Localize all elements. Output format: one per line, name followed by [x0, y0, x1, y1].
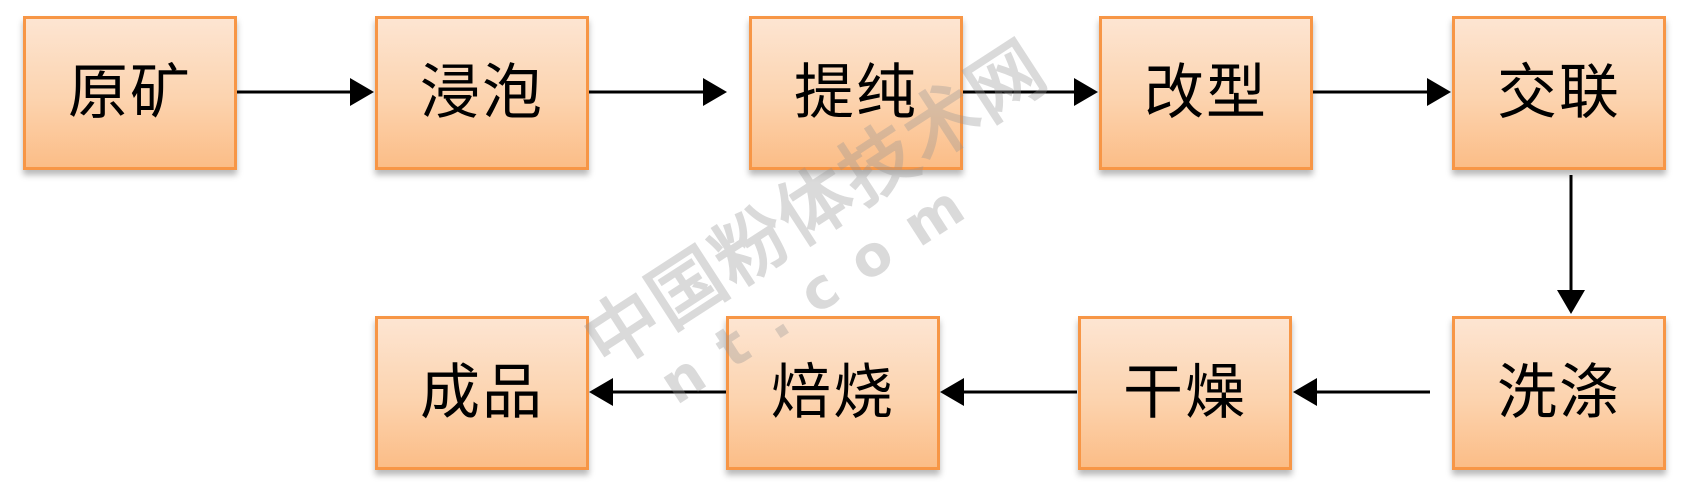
- node-modification: 改型: [1099, 16, 1313, 170]
- arrow-n2-n3: [589, 78, 727, 106]
- node-roasting: 焙烧: [726, 316, 940, 470]
- arrow-n3-n4: [963, 78, 1098, 106]
- node-crosslinking: 交联: [1452, 16, 1666, 170]
- node-washing: 洗涤: [1452, 316, 1666, 470]
- node-label: 成品: [420, 358, 544, 428]
- node-label: 改型: [1144, 58, 1268, 128]
- node-label: 焙烧: [771, 358, 895, 428]
- arrow-n8-n9: [589, 378, 726, 406]
- node-finished-product: 成品: [375, 316, 589, 470]
- node-soaking: 浸泡: [375, 16, 589, 170]
- node-drying: 干燥: [1078, 316, 1292, 470]
- arrow-n1-n2: [237, 78, 374, 106]
- node-label: 浸泡: [420, 58, 544, 128]
- arrow-n5-n6: [1557, 175, 1585, 314]
- node-label: 洗涤: [1497, 358, 1621, 428]
- node-label: 原矿: [68, 58, 192, 128]
- node-label: 提纯: [794, 58, 918, 128]
- node-purification: 提纯: [749, 16, 963, 170]
- node-label: 交联: [1497, 58, 1621, 128]
- arrow-n7-n8: [940, 378, 1077, 406]
- node-raw-ore: 原矿: [23, 16, 237, 170]
- node-label: 干燥: [1123, 358, 1247, 428]
- arrow-n6-n7: [1293, 378, 1430, 406]
- arrow-n4-n5: [1313, 78, 1451, 106]
